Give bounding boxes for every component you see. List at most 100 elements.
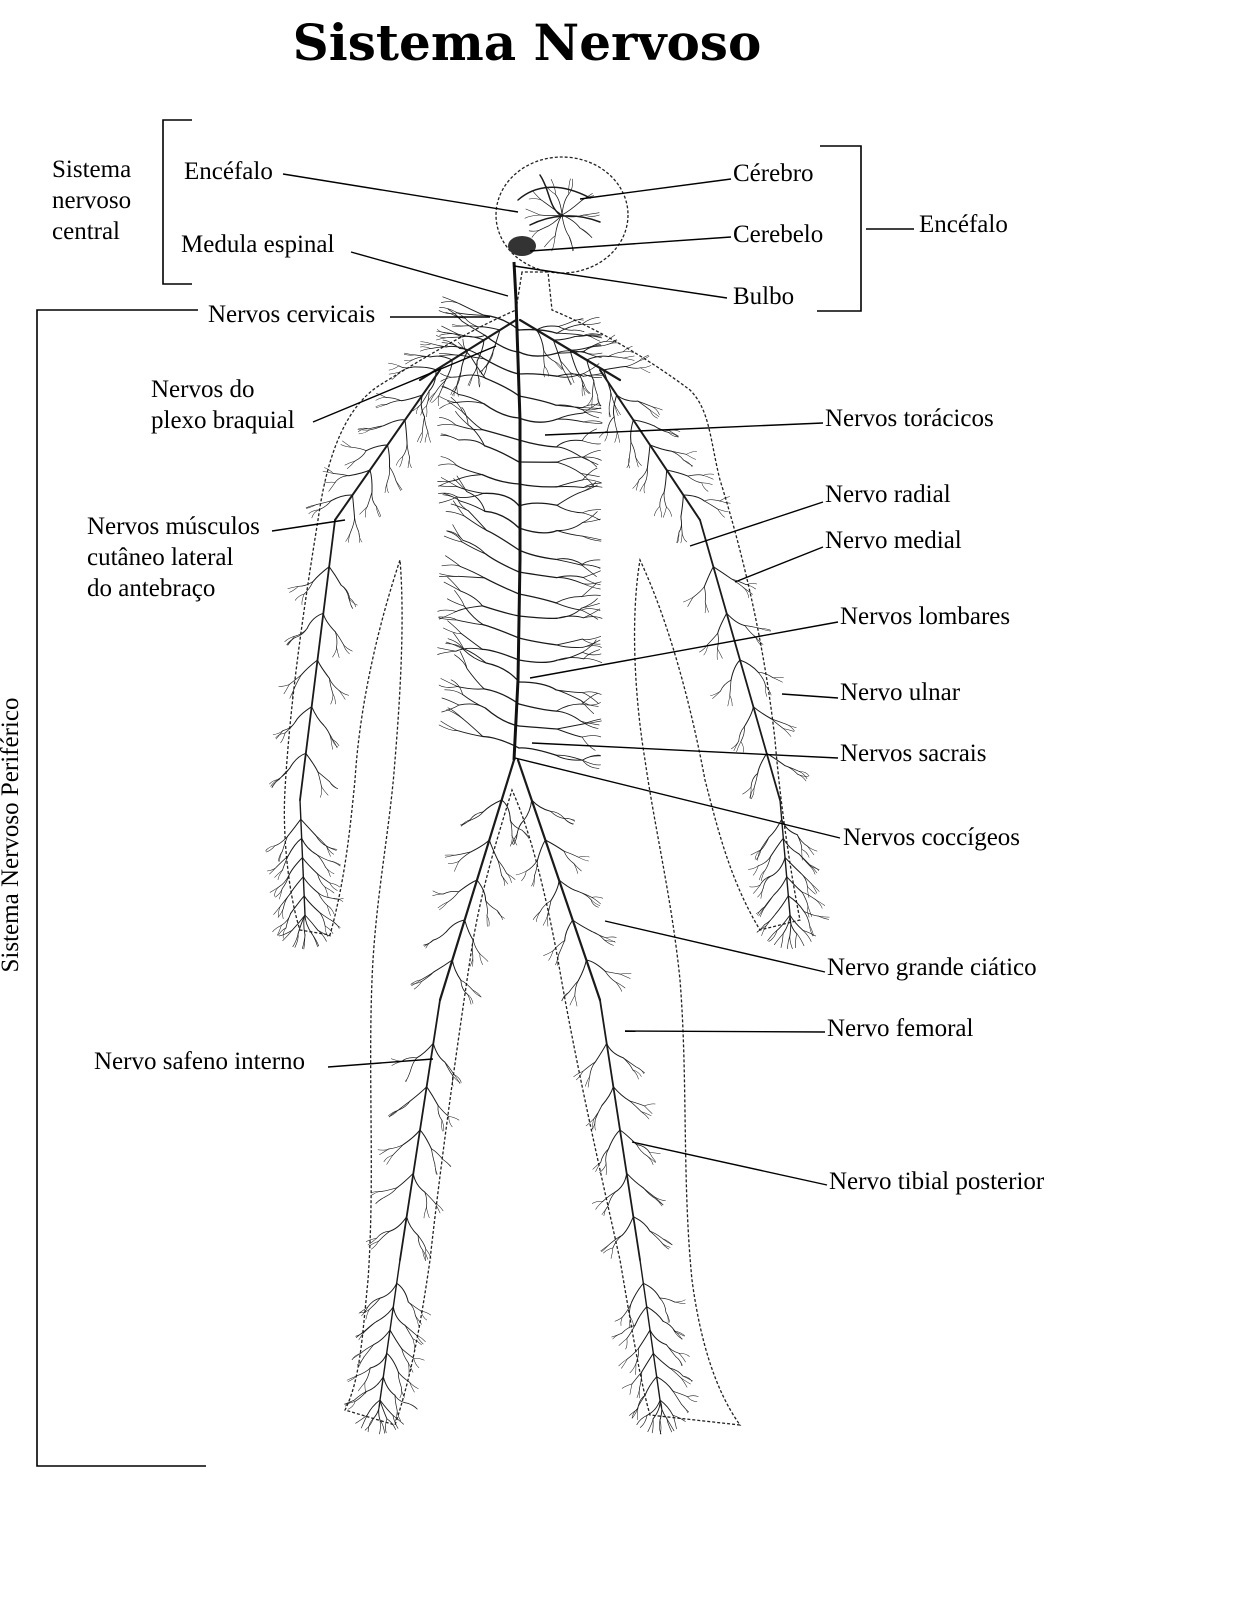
nerve-branch	[607, 416, 615, 432]
nerve-branch	[801, 891, 817, 901]
nerve-branch	[566, 374, 572, 385]
nerve-branch	[323, 724, 333, 739]
nerve-branch	[404, 1324, 414, 1339]
nerve-branch	[563, 850, 579, 858]
nerve-branch	[289, 876, 304, 895]
nerve-branch	[297, 581, 314, 587]
nerve-branch	[675, 1356, 683, 1367]
nerve-branch	[450, 503, 469, 512]
nerve-branch	[606, 334, 616, 342]
nerve-branch	[608, 405, 611, 418]
nerve-branch	[586, 359, 595, 382]
nerve-branch	[454, 654, 468, 669]
nerve-branch	[649, 1230, 662, 1243]
nerve-branch	[558, 326, 574, 331]
nerve-branch	[436, 335, 448, 338]
nerve-branch	[780, 933, 784, 948]
leader-radial	[689, 501, 824, 547]
nerve-branch	[436, 331, 448, 334]
nerve-branch	[332, 898, 344, 902]
nerve-branch	[608, 356, 625, 359]
nerve-branch	[332, 898, 344, 900]
nerve-branch	[467, 424, 486, 447]
nerve-branch	[349, 597, 356, 608]
nerve-branch	[351, 1353, 362, 1360]
nerve-branch	[371, 491, 377, 507]
nerve-branch	[331, 920, 341, 928]
nerve-branch	[556, 350, 585, 354]
nerve-branch	[405, 358, 416, 365]
nerve-branch	[666, 1344, 680, 1354]
nerve-branch	[759, 906, 766, 918]
nerve-branch	[604, 970, 621, 975]
nerve-branch	[783, 728, 795, 732]
nerve-branch	[803, 911, 819, 917]
nerve-branch	[484, 510, 520, 529]
nerve-branch	[555, 638, 583, 646]
nerve-branch	[460, 979, 474, 991]
nerve-branch	[815, 899, 826, 906]
nerve-branch	[561, 214, 570, 237]
nerve-branch	[458, 703, 486, 709]
nerve-branch	[409, 1382, 419, 1390]
nerve-branch	[278, 850, 283, 862]
nerve-branch	[412, 1338, 416, 1350]
nerve-branch	[585, 1076, 590, 1087]
nerve-branch	[281, 874, 290, 890]
leader-cerebro	[579, 178, 732, 200]
nerve-branch	[282, 855, 289, 871]
nerve-branch	[345, 1399, 355, 1407]
nerve-branch	[483, 364, 488, 376]
label-medula: Medula espinal	[181, 231, 334, 258]
nerve-branch	[550, 879, 560, 901]
nerve-branch	[642, 1282, 661, 1299]
nerve-branch	[616, 394, 639, 402]
nerve-branch	[626, 1348, 639, 1360]
nerve-branch	[439, 307, 458, 314]
nerve-branch	[455, 647, 483, 652]
nerve-branch	[662, 1238, 673, 1246]
nerve-branch	[407, 1403, 418, 1410]
nerve-branch	[749, 884, 761, 888]
nerve-branch	[582, 535, 602, 541]
nerve-branch	[439, 902, 448, 911]
nerve-branch	[448, 1116, 453, 1128]
nerve-branch	[624, 366, 641, 369]
nerve-branch	[462, 411, 483, 431]
nerve-branch	[396, 1410, 401, 1422]
nerve-branch	[425, 1248, 429, 1260]
peripheral-bracket	[36, 309, 206, 1467]
nerve-branch	[385, 397, 402, 402]
nerve-branch	[618, 1358, 628, 1367]
nerve-branch	[659, 506, 663, 518]
leader-coccigeos	[514, 757, 841, 839]
nerve-branch	[556, 954, 559, 966]
nerve-branch	[556, 651, 583, 661]
nerve-branch	[518, 502, 558, 507]
nerve-branch	[385, 1418, 388, 1434]
nerve-branch	[518, 351, 558, 357]
label-radial: Nervo radial	[825, 481, 951, 508]
nerve-branch	[573, 1071, 584, 1078]
nerve-branch	[446, 598, 465, 607]
leader-safeno	[327, 1058, 434, 1068]
nerve-branch	[484, 377, 520, 397]
nerve-branch	[631, 1282, 644, 1303]
central-label-line2: nervoso	[52, 187, 131, 214]
nerve-branch	[644, 1103, 656, 1107]
nerve-branch	[482, 799, 503, 813]
nerve-branch	[440, 477, 458, 488]
nerve-branch	[649, 1329, 667, 1346]
nerve-branch	[789, 934, 793, 950]
nerve-branch	[795, 933, 798, 949]
nerve-branch	[756, 925, 767, 933]
nerve-branch	[417, 431, 423, 443]
nerve-branch	[437, 647, 457, 652]
nerve-branch	[446, 530, 464, 541]
nerve-branch	[447, 576, 461, 592]
nerve-branch	[604, 939, 614, 946]
nerve-branch	[621, 1324, 636, 1334]
nerve-branch	[324, 925, 329, 937]
nerve-branch	[410, 979, 421, 985]
nerve-branch	[576, 370, 583, 386]
